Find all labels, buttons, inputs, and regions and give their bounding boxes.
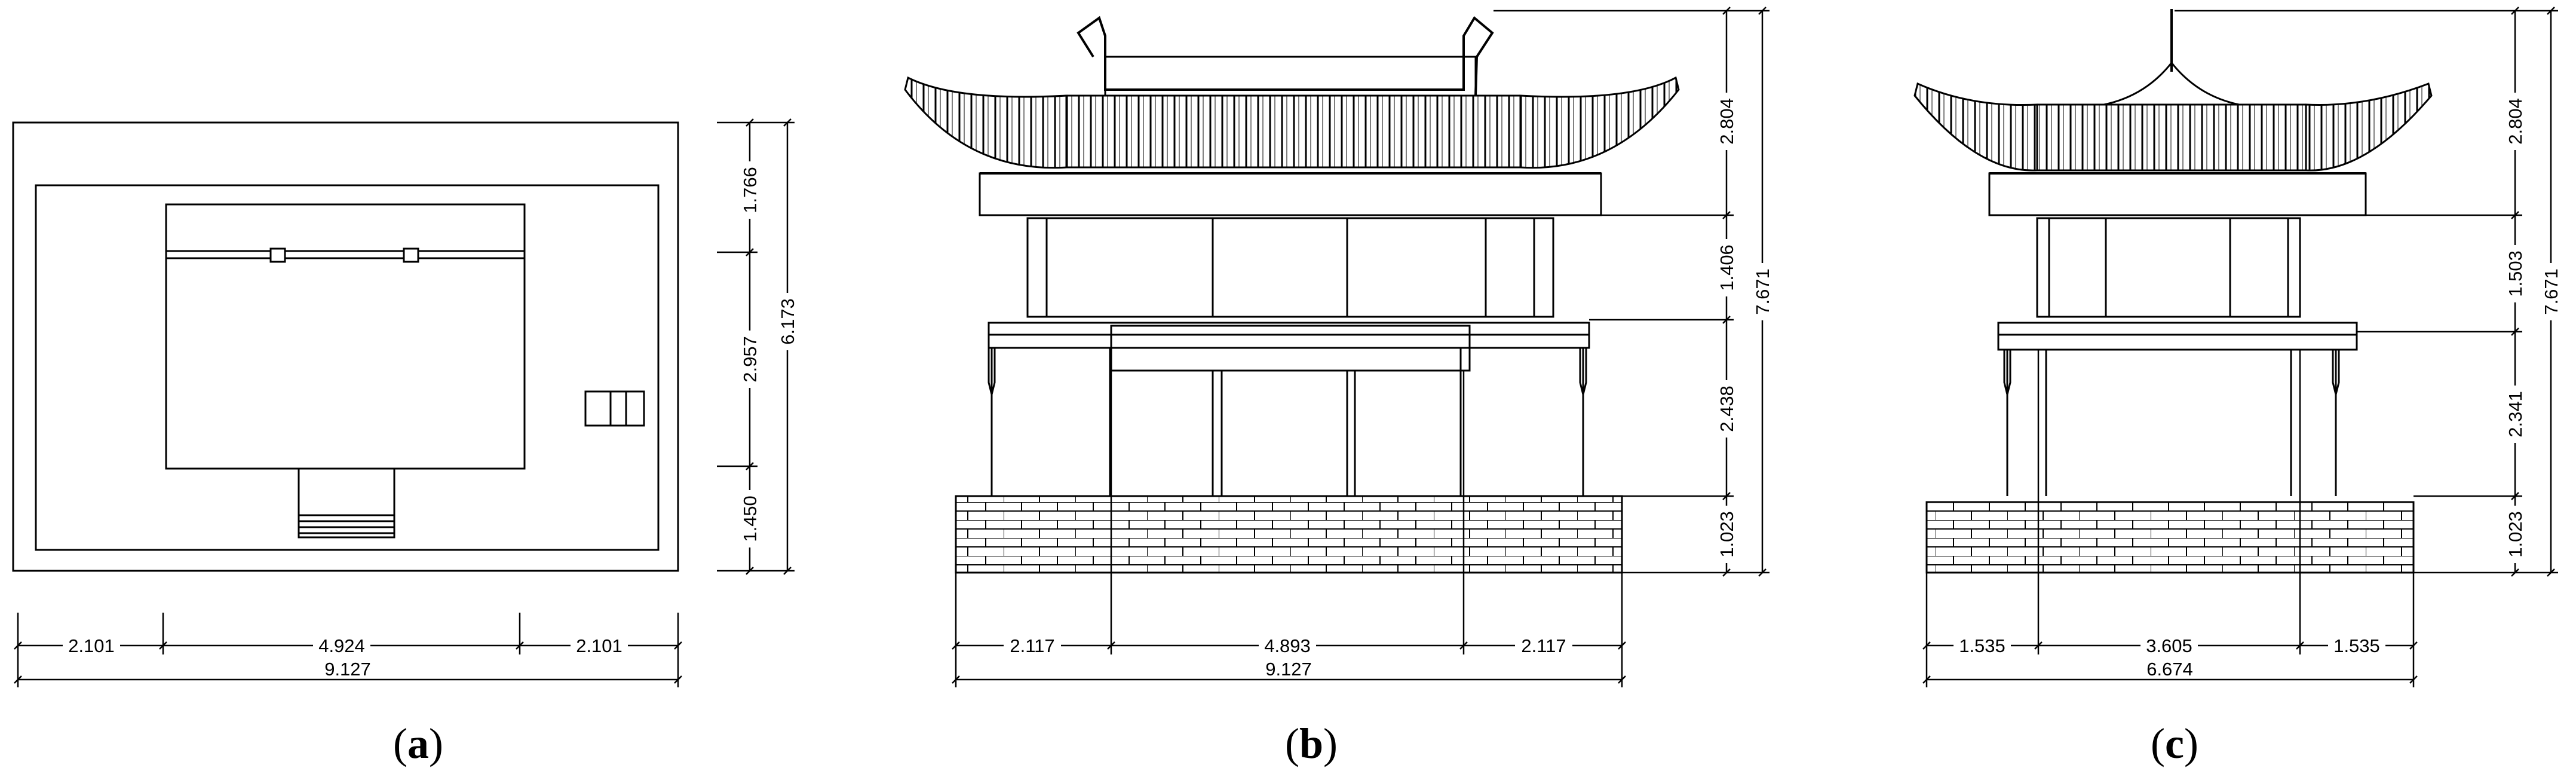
caption-a: (a) [393,720,443,767]
dim-b-h1: 2.117 [1010,635,1054,656]
dim-a-total-v: 6.173 [777,298,798,345]
brick-base-side [1925,501,2415,574]
panel-c-side-elevation: 1.535 3.605 1.535 6.674 2.804 1.503 [1913,7,2562,767]
plan-platform [35,184,660,551]
plan-column-marker [403,247,419,263]
dim-b-v2: 1.406 [1716,244,1737,291]
dim-b-v1: 2.804 [1716,98,1737,145]
dim-b-h2: 4.893 [1264,635,1311,656]
dim-c-h1: 1.535 [1959,635,2005,656]
dim-c-h3: 1.535 [2333,635,2380,656]
ridge-body [1104,56,1477,100]
eave-left-side [1913,82,2038,172]
dim-b-v3: 2.438 [1716,386,1737,432]
plan-outer-boundary [12,121,679,572]
roof-ridge [1077,16,1494,96]
roof-body [1065,94,1522,169]
plan-column-marker [269,247,286,263]
dim-b-h3: 2.117 [1521,635,1566,656]
dim-c-total-v: 7.671 [2541,268,2562,315]
dim-c-v2: 1.503 [2505,250,2526,297]
dim-b-v4: 1.023 [1716,511,1737,558]
plan-hall [165,203,526,470]
eave-right-side [2305,82,2433,172]
dim-b-total-h: 9.127 [1265,659,1312,680]
dim-c-v1: 2.804 [2505,98,2526,145]
eave-right [1519,76,1680,169]
roof-body-side [2036,103,2307,172]
dim-a-h3: 2.101 [576,635,622,656]
dim-c-v3: 2.341 [2505,391,2526,438]
dim-c-total-h: 6.674 [2146,659,2193,680]
dim-c-v4: 1.023 [2505,511,2526,558]
lower-beam-side [1997,322,2358,351]
dim-a-v2: 2.957 [740,336,760,383]
caption-c: (c) [2151,720,2198,767]
eave-left [904,76,1068,169]
dim-a-h2: 4.924 [318,635,365,656]
plan-side-feature [584,390,645,427]
panel-b-front-elevation: 2.117 4.893 2.117 9.127 2.804 1.406 [904,7,1773,767]
bracket-band [979,172,1602,216]
hall-wall [1026,217,1554,318]
hall-wall-side [2036,217,2301,318]
dim-c-h2: 3.605 [2146,635,2192,656]
dim-b-total-v: 7.671 [1752,268,1773,315]
bracket-band-side [1988,172,2367,216]
brick-base [955,495,1623,574]
plan-steps [298,467,395,539]
panel-a-plan: 2.101 4.924 2.101 9.127 1.766 2.957 1.45… [12,118,798,767]
dim-a-total-h: 9.127 [324,659,371,680]
dim-a-v3: 1.450 [740,495,760,542]
dim-a-h1: 2.101 [68,635,115,656]
caption-b: (b) [1285,720,1338,767]
dim-a-v1: 1.766 [740,167,760,213]
